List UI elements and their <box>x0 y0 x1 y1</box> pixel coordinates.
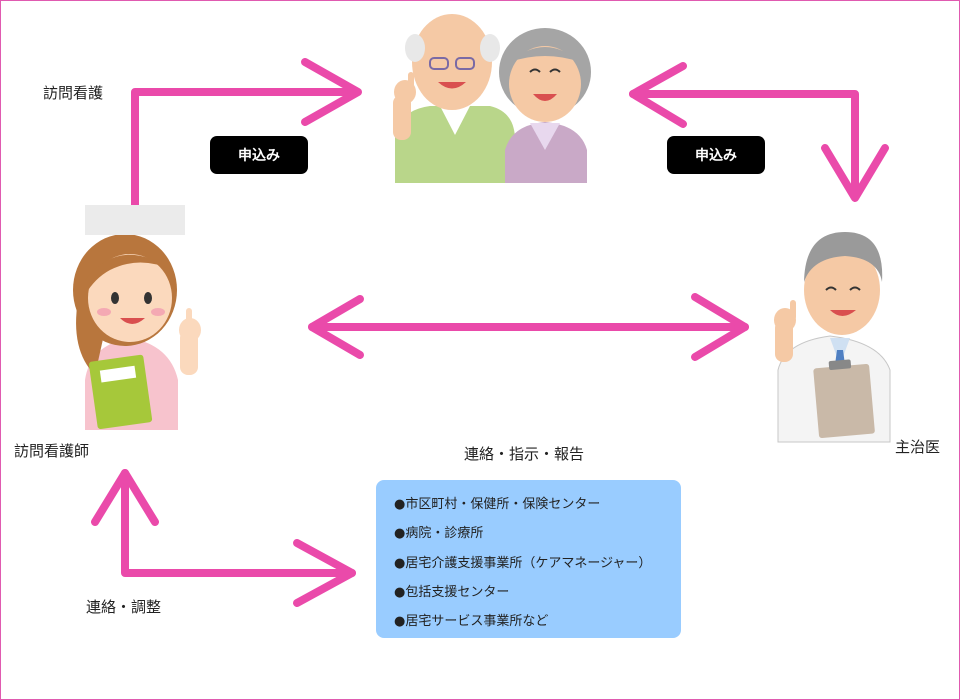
arrow-elderly-doctor-head-left <box>629 62 687 128</box>
arrow-nurse-doctor-head-left <box>308 295 364 359</box>
label-nurse: 訪問看護師 <box>14 442 90 460</box>
partner-item: ●市区町村・保健所・保険センター <box>394 497 601 512</box>
partner-organizations-box: ●市区町村・保健所・保険センター ●病院・診療所 ●居宅介護支援事業所（ケアマネ… <box>376 480 681 638</box>
label-doctor: 主治医 <box>895 438 941 456</box>
arrow-nurse-to-elderly <box>131 88 359 209</box>
label-contact-instruction-report: 連絡・指示・報告 <box>464 445 585 463</box>
label-contact-coordination: 連絡・調整 <box>86 598 162 616</box>
arrow-elderly-doctor-head-down <box>821 144 889 202</box>
application-badge-right: 申込み <box>667 136 765 174</box>
arrow-nurse-partners-head-up <box>91 469 159 526</box>
partner-item: ●包括支援センター <box>394 585 510 600</box>
image-placeholder <box>85 205 185 235</box>
partner-item: ●居宅サービス事業所など <box>394 614 549 629</box>
arrow-nurse-doctor-head-right <box>691 293 749 361</box>
partner-item: ●居宅介護支援事業所（ケアマネージャー） <box>394 556 652 571</box>
arrow-nurse-to-elderly-head <box>301 58 362 126</box>
arrow-nurse-partners <box>121 469 356 577</box>
label-homonkango: 訪問看護 <box>43 84 104 102</box>
application-badge-left: 申込み <box>210 136 308 174</box>
arrow-elderly-doctor <box>629 90 859 199</box>
arrow-nurse-partners-head-right <box>293 539 356 607</box>
partner-item: ●病院・診療所 <box>394 526 484 541</box>
